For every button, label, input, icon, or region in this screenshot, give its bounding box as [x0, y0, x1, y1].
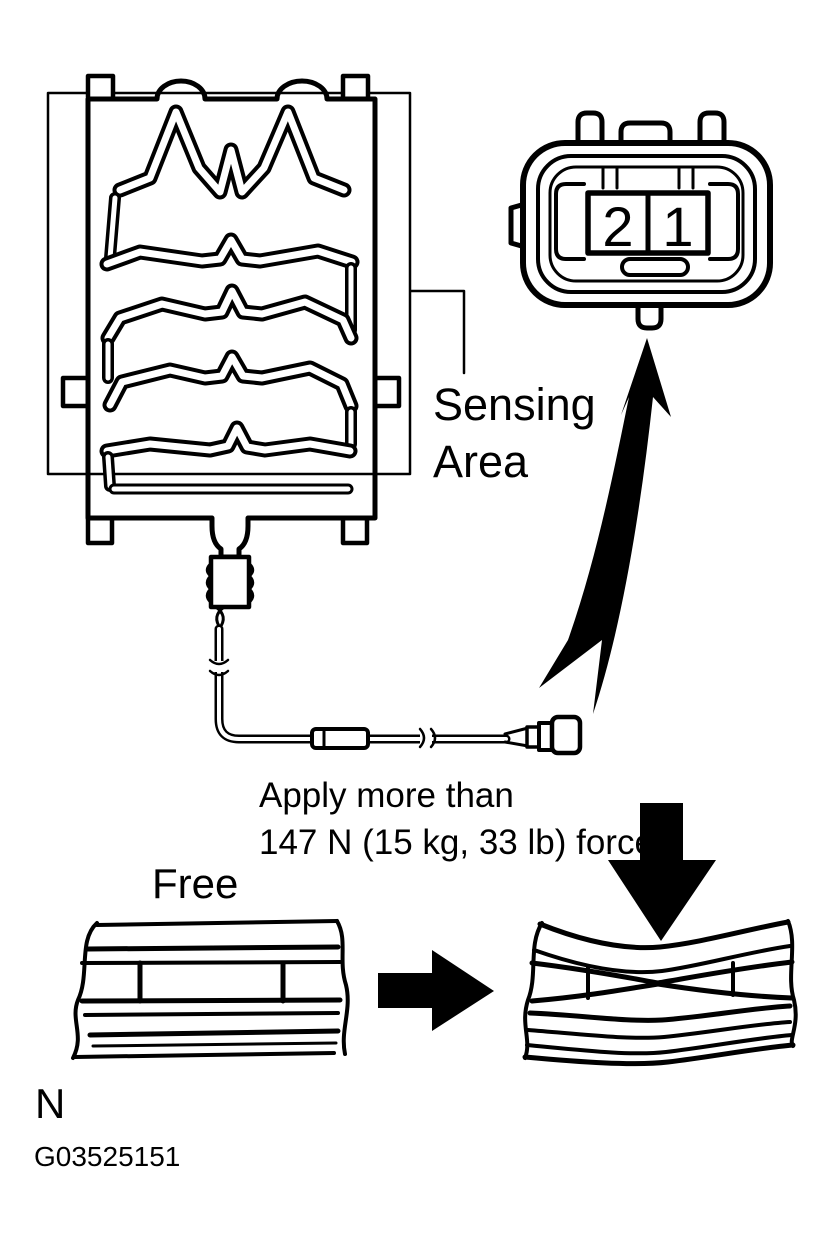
- cable-break-horizontal: [418, 727, 437, 749]
- pressed-torn-edge-right: [786, 919, 798, 1048]
- mat-tab-top-right: [340, 73, 371, 100]
- pressed-lower-film-1: [527, 1003, 793, 1023]
- free-strip-section: Free: [71, 860, 350, 1060]
- pressed-strip-cross-section: [522, 919, 798, 1067]
- pressed-lower-film-2: [526, 1020, 792, 1040]
- seat-sensor-mat: [46, 73, 412, 631]
- cable-break-gap-vertical: [210, 661, 228, 672]
- terminal-1-label: 1: [662, 195, 693, 258]
- sensing-area-label-line2: Area: [433, 436, 529, 487]
- free-strip-cross-section: [71, 919, 350, 1060]
- block-ribs-left: [205, 562, 213, 604]
- pressed-top-edge: [537, 919, 791, 951]
- free-upper-electrode: [80, 960, 342, 965]
- free-bottom-edge: [73, 1051, 336, 1059]
- connector-lower-slot: [620, 257, 690, 277]
- connector-detail: 2 1: [508, 110, 773, 331]
- trace-row-5-inner: [103, 424, 354, 455]
- connector-cavity-left: [554, 182, 586, 261]
- force-note-line2: 147 N (15 kg, 33 lb) force: [259, 823, 654, 862]
- trace-crown-inner: [116, 108, 348, 196]
- mat-tab-bottom-right: [340, 516, 370, 546]
- sensing-area-callout: Sensing Area: [409, 289, 596, 487]
- pressed-spacers: [586, 961, 735, 1000]
- force-note: Apply more than 147 N (15 kg, 33 lb) for…: [259, 776, 654, 862]
- mat-tab-right-side: [372, 375, 402, 409]
- free-lower-film-3: [91, 1041, 338, 1048]
- mat-tab-left-side: [60, 375, 90, 409]
- right-arrow-icon: [378, 950, 494, 1031]
- sensor-traces: [99, 104, 360, 495]
- free-spacers: [137, 960, 286, 1004]
- sensing-area-boundary-box: [46, 91, 412, 476]
- strain-relief-block: [208, 554, 252, 610]
- connector-seal-ring: [548, 165, 745, 283]
- free-label: Free: [152, 860, 238, 907]
- terminal-2-label: 2: [602, 195, 633, 258]
- block-ribs-right: [247, 562, 255, 604]
- down-force-arrow-icon: [608, 803, 716, 941]
- cable-run: [214, 624, 511, 744]
- sensor-cable: [208, 624, 583, 756]
- figure-code: G03525151: [34, 1141, 180, 1172]
- free-torn-edge-left: [71, 921, 99, 1060]
- trace-row-4-inner: [106, 353, 355, 410]
- connector-cavity-right: [708, 182, 740, 261]
- leader-line: [409, 289, 466, 375]
- free-lower-electrode: [79, 997, 343, 1004]
- trace-row-2-inner: [103, 236, 356, 268]
- free-upper-film: [85, 944, 341, 952]
- cable-end-connector: [503, 714, 583, 756]
- pressed-bottom-edge: [522, 1042, 796, 1067]
- trace-link-left-1-inner: [107, 195, 118, 261]
- cable-break-vertical: [208, 658, 230, 677]
- free-top-edge: [95, 919, 339, 927]
- trace-link-left-3-inner: [105, 454, 113, 489]
- connector-key-ribs: [601, 166, 695, 190]
- connector-latch-bump: [618, 120, 673, 147]
- connector-lock-tab-left: [575, 110, 605, 149]
- mat-tab-top-left: [85, 73, 116, 100]
- connector-bottom-tab: [635, 301, 664, 331]
- footnote-marker: N: [35, 1080, 65, 1127]
- free-lower-film-2: [87, 1028, 341, 1038]
- mat-tab-bottom-left: [85, 516, 115, 546]
- pressed-torn-edge-left: [523, 921, 544, 1060]
- free-lower-film-1: [83, 1011, 340, 1017]
- connector-inner-shell: [536, 154, 757, 294]
- connector-lock-tab-right: [697, 110, 727, 149]
- pressed-lower-electrode: [529, 981, 795, 1004]
- force-note-line1: Apply more than: [259, 776, 514, 815]
- free-torn-edge-right: [335, 919, 350, 1056]
- mat-outline: [85, 78, 378, 560]
- mat-strain-relief: [205, 554, 255, 631]
- sensing-area-label-line1: Sensing: [433, 379, 596, 430]
- pressed-lower-film-3: [525, 1033, 794, 1056]
- curved-up-arrow-icon: [539, 338, 671, 714]
- cable-end-body: [549, 714, 583, 756]
- cable-ferrule: [310, 727, 370, 750]
- pressed-upper-film: [532, 944, 792, 975]
- trace-row-3-inner: [104, 287, 355, 342]
- cable-end-taper: [503, 726, 530, 748]
- cable-run-inner: [217, 627, 508, 741]
